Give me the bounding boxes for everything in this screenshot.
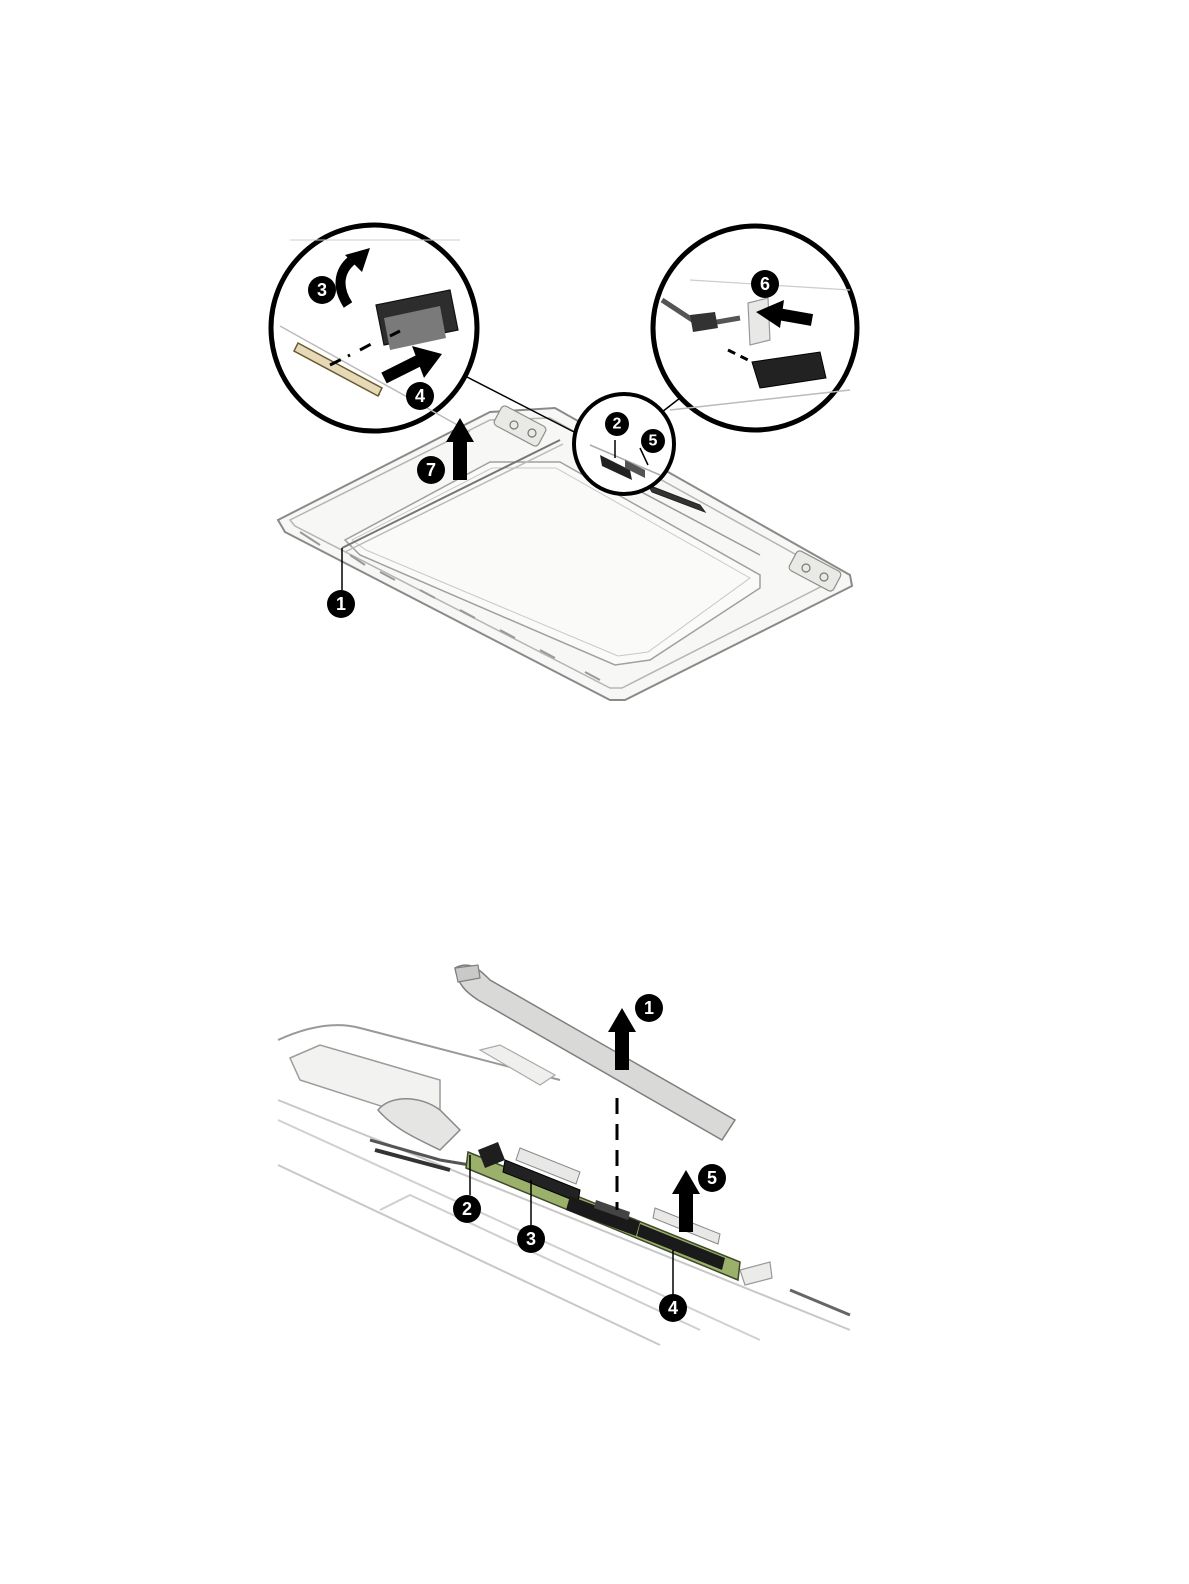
svg-text:5: 5: [707, 1168, 717, 1188]
callout-4: 4: [406, 382, 434, 410]
svg-text:3: 3: [317, 280, 327, 300]
callout-2: 2: [605, 412, 629, 436]
callout-5: 5: [641, 429, 665, 453]
zoom-circle-camera-cable-connector: [653, 226, 857, 430]
figure-2-camera-module: 1 2 3 4 5: [278, 965, 850, 1345]
display-back-cover: [278, 405, 852, 700]
svg-text:2: 2: [462, 1199, 472, 1219]
svg-text:5: 5: [649, 433, 658, 450]
callout-3: 3: [308, 276, 336, 304]
camera-cable: [370, 1099, 470, 1170]
svg-text:1: 1: [644, 998, 654, 1018]
callout-fig2-3: 3: [517, 1225, 545, 1253]
svg-text:2: 2: [613, 416, 622, 433]
svg-text:7: 7: [426, 460, 436, 480]
callout-7: 7: [417, 456, 445, 484]
figure-1-display-back-cover: 1 2 3 4 5 6 7: [271, 225, 857, 700]
svg-text:6: 6: [760, 274, 770, 294]
callout-fig2-2: 2: [453, 1195, 481, 1223]
callout-1: 1: [327, 590, 355, 618]
svg-text:4: 4: [668, 1298, 678, 1318]
callout-fig2-5: 5: [698, 1164, 726, 1192]
svg-text:3: 3: [526, 1229, 536, 1249]
callout-fig2-4: 4: [659, 1294, 687, 1322]
svg-text:4: 4: [415, 386, 425, 406]
zoom-circle-display-cable-connector: [271, 225, 477, 432]
camera-module-board: [466, 1142, 740, 1280]
svg-text:1: 1: [336, 594, 346, 614]
callout-fig2-1: 1: [635, 994, 663, 1022]
callout-6: 6: [751, 270, 779, 298]
